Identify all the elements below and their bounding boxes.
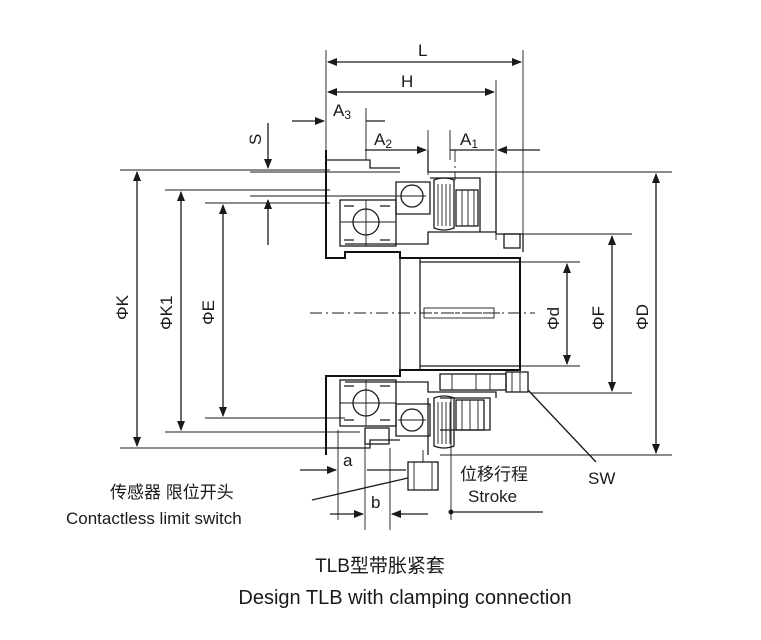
lower-ball (395, 403, 431, 437)
dimension-A3: A3 (292, 101, 385, 160)
dim-label-d: Φd (544, 307, 563, 330)
dimension-A2-A1: A2 A1 (365, 130, 540, 175)
dim-label-F: ΦF (589, 306, 608, 330)
dimension-K1: ΦK1 (157, 189, 360, 433)
dim-label-K1: ΦK1 (157, 296, 176, 330)
dimension-b: b (330, 448, 428, 530)
sensor-callout: 传感器 限位开头 Contactless limit switch (66, 477, 409, 528)
sw-leader: SW (527, 389, 615, 488)
sensor-label-en: Contactless limit switch (66, 509, 242, 528)
stroke-label-en: Stroke (468, 487, 517, 506)
dimension-a: a (300, 430, 406, 530)
dimension-K: ΦK (113, 169, 360, 449)
upper-bearing (339, 199, 397, 247)
sensor-body (364, 427, 439, 491)
dim-label-E: ΦE (199, 300, 218, 325)
dimension-d: Φd (520, 261, 580, 367)
dim-label-SW: SW (588, 469, 615, 488)
dimension-H: H (327, 72, 497, 240)
lower-bearing (339, 379, 397, 427)
dimension-F: ΦF (520, 233, 632, 394)
dim-label-b: b (371, 493, 380, 512)
caption-title-cn: TLB型带胀紧套 (315, 555, 445, 577)
stroke-label-cn: 位移行程 (460, 465, 528, 484)
dimension-L: L (325, 41, 524, 240)
hub-body (325, 150, 524, 455)
adjusting-screw (439, 371, 529, 393)
dim-label-A3: A3 (333, 101, 351, 122)
sensor-label-cn: 传感器 限位开头 (110, 483, 234, 502)
dim-label-A2: A2 (374, 130, 392, 151)
caption-title-en: Design TLB with clamping connection (238, 587, 571, 609)
dim-label-a: a (343, 451, 353, 470)
dim-label-D: ΦD (633, 304, 652, 330)
upper-clamp-pack (433, 177, 521, 249)
lower-clamp-pack (433, 395, 485, 449)
dimension-stroke: 位移行程 Stroke (448, 398, 543, 520)
upper-ball (395, 181, 431, 215)
dim-label-A1: A1 (460, 130, 478, 151)
dim-label-H: H (401, 72, 413, 91)
dim-label-K: ΦK (113, 294, 132, 320)
dimension-E: ΦE (199, 202, 345, 419)
dim-label-L: L (418, 41, 427, 60)
dim-label-S: S (246, 134, 265, 145)
